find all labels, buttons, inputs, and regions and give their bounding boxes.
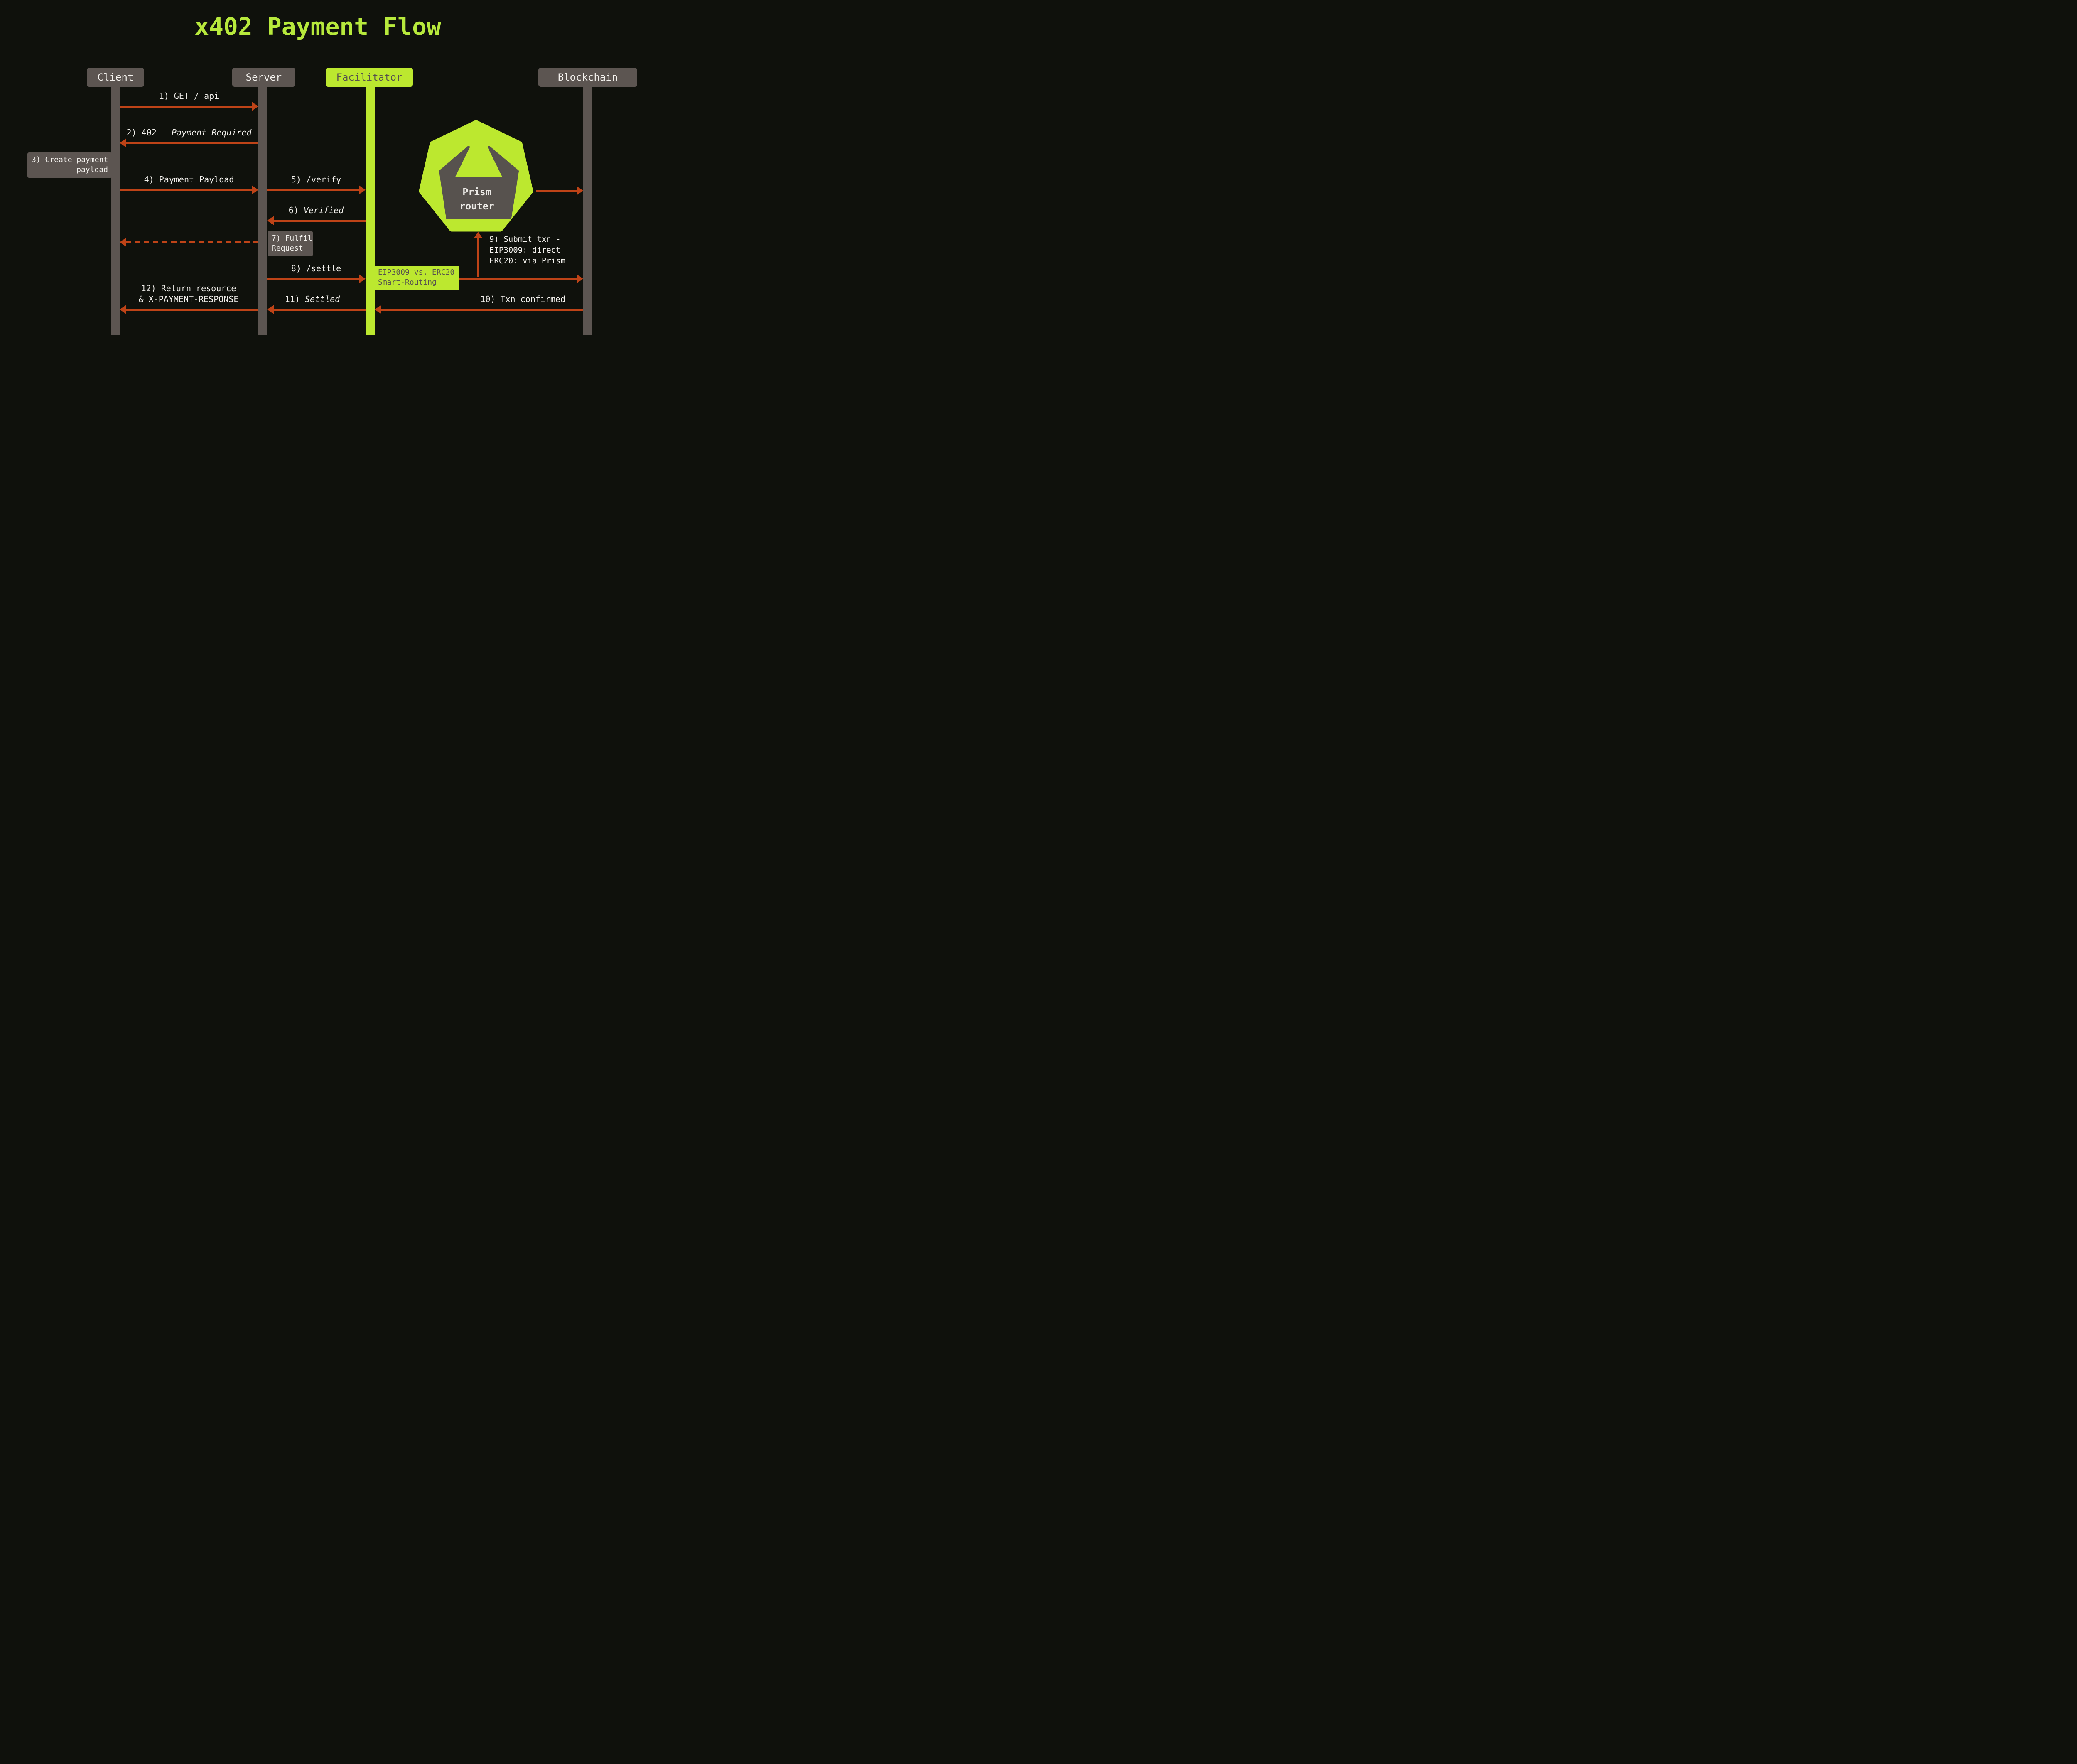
arrow-shaft-dashed: [125, 241, 258, 243]
arrow-shaft: [125, 142, 258, 144]
message-label-10: 10) Txn confirmed: [480, 294, 565, 304]
arrow-prism-to-blockchain: [536, 186, 583, 195]
prism-label-line1: Prism: [462, 187, 491, 198]
arrow-1-get-api: [120, 102, 258, 111]
message-line: ERC20: via Prism: [489, 256, 566, 265]
arrow-11-settled: [267, 305, 366, 314]
arrowhead-right-icon: [252, 185, 258, 194]
note-create-payment-payload: 3) Create payment payload: [27, 152, 112, 178]
arrow-10-txn-confirmed: [375, 305, 583, 314]
arrowhead-right-icon: [252, 102, 258, 111]
arrowhead-right-icon: [359, 274, 366, 283]
prism-heptagon-icon: Prism router: [419, 120, 533, 232]
arrow-shaft: [381, 308, 583, 311]
message-label-2-prefix: 2) 402 -: [126, 128, 172, 138]
arrowhead-right-icon: [577, 186, 583, 195]
arrow-8-settle: [267, 274, 366, 283]
arrow-7-fulfil-request-dashed: [120, 238, 258, 247]
arrowhead-left-icon: [120, 305, 126, 314]
note-smart-routing: EIP3009 vs. ERC20 Smart-Routing: [374, 266, 459, 290]
arrow-shaft: [459, 278, 577, 280]
arrow-shaft: [536, 189, 577, 192]
message-label-6-prefix: 6): [288, 205, 304, 215]
arrowhead-left-icon: [375, 305, 381, 314]
message-label-1: 1) GET / api: [159, 91, 219, 101]
actor-facilitator: Facilitator: [326, 68, 413, 87]
arrow-shaft: [120, 189, 253, 191]
message-label-12: 12) Return resource & X-PAYMENT-RESPONSE: [139, 283, 239, 305]
actor-blockchain: Blockchain: [538, 68, 637, 87]
arrow-shaft: [267, 189, 360, 191]
lifeline-server: [258, 87, 267, 335]
lifeline-blockchain: [583, 87, 592, 335]
arrowhead-right-icon: [359, 185, 366, 194]
message-label-2: 2) 402 - Payment Required: [126, 127, 251, 138]
message-line: 12) Return resource: [141, 283, 236, 293]
message-label-8: 8) /settle: [291, 263, 341, 273]
message-label-6: 6) Verified: [289, 205, 344, 216]
lifeline-facilitator: [366, 87, 375, 335]
arrow-shaft: [273, 219, 366, 222]
prism-arrow-cutout-shape: [439, 146, 519, 219]
arrow-2-402-payment-required: [120, 138, 258, 147]
arrowhead-left-icon: [120, 238, 126, 247]
arrow-shaft: [125, 308, 258, 311]
note-line: Smart-Routing: [378, 278, 437, 287]
note-line: EIP3009 vs. ERC20: [378, 268, 455, 277]
arrow-9-up-to-prism: [474, 232, 483, 277]
actor-server: Server: [232, 68, 295, 87]
arrow-shaft: [120, 105, 253, 108]
message-label-4: 4) Payment Payload: [144, 174, 234, 184]
note-line: payload: [76, 165, 108, 174]
arrow-6-verified: [267, 216, 366, 225]
diagram-canvas: x402 Payment Flow Client Server Facilita…: [0, 0, 664, 353]
arrowhead-right-icon: [577, 274, 583, 283]
actor-client: Client: [87, 68, 144, 87]
arrowhead-left-icon: [267, 305, 274, 314]
message-label-11-italic: Settled: [304, 294, 340, 304]
message-line: EIP3009: direct: [489, 246, 561, 255]
note-line: Request: [272, 244, 303, 253]
arrow-9-submit-txn: [459, 274, 583, 283]
prism-router-logo: Prism router: [416, 119, 536, 238]
arrow-shaft: [273, 308, 366, 311]
arrow-shaft: [267, 278, 360, 280]
arrowhead-up-icon: [474, 232, 483, 238]
message-line: 9) Submit txn -: [489, 235, 561, 244]
message-label-6-italic: Verified: [303, 205, 344, 215]
arrow-5-verify: [267, 185, 366, 194]
message-label-11-prefix: 11): [285, 294, 305, 304]
message-label-9: 9) Submit txn - EIP3009: direct ERC20: v…: [489, 234, 565, 266]
page-title: x402 Payment Flow: [194, 12, 441, 41]
note-line: 7) Fulfil: [272, 234, 312, 243]
arrowhead-left-icon: [120, 138, 126, 147]
message-line: & X-PAYMENT-RESPONSE: [138, 294, 239, 304]
lifeline-client: [111, 87, 120, 335]
note-fulfil-request: 7) Fulfil Request: [268, 231, 313, 256]
arrow-shaft: [477, 238, 479, 277]
arrow-12-return-resource: [120, 305, 258, 314]
prism-label-line2: router: [459, 201, 494, 212]
arrow-4-payment-payload: [120, 185, 258, 194]
arrowhead-left-icon: [267, 216, 274, 225]
message-label-2-italic: Payment Required: [171, 128, 252, 138]
note-line: 3) Create payment: [32, 155, 108, 164]
message-label-5: 5) /verify: [291, 174, 341, 184]
message-label-11: 11) Settled: [285, 294, 340, 305]
